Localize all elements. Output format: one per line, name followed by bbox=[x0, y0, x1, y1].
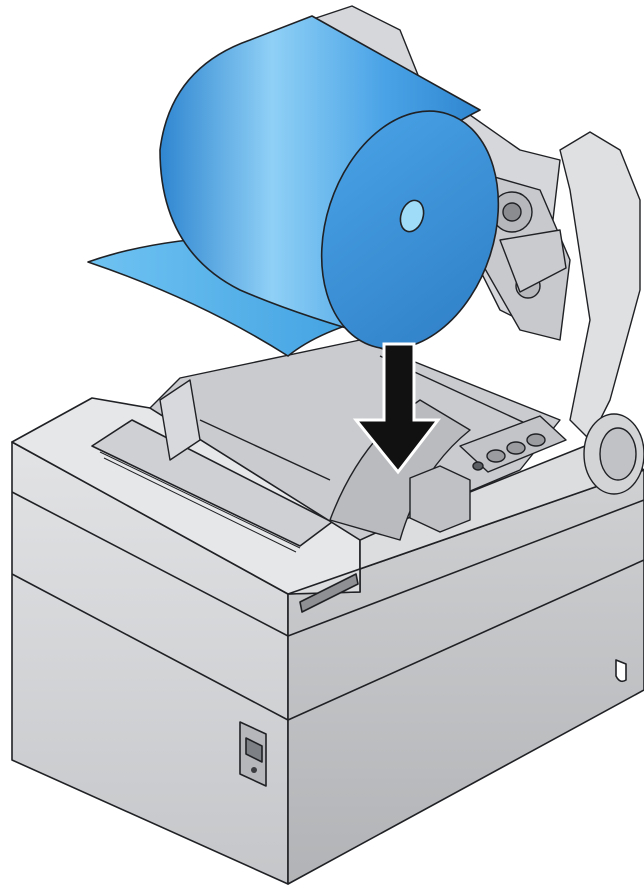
cover-arm-right bbox=[560, 132, 640, 440]
power-switch-icon bbox=[240, 722, 266, 786]
paper-roll-icon bbox=[88, 16, 528, 372]
sensor-block bbox=[410, 466, 470, 532]
cable-notch bbox=[616, 660, 626, 681]
hinge-knob bbox=[584, 414, 644, 494]
